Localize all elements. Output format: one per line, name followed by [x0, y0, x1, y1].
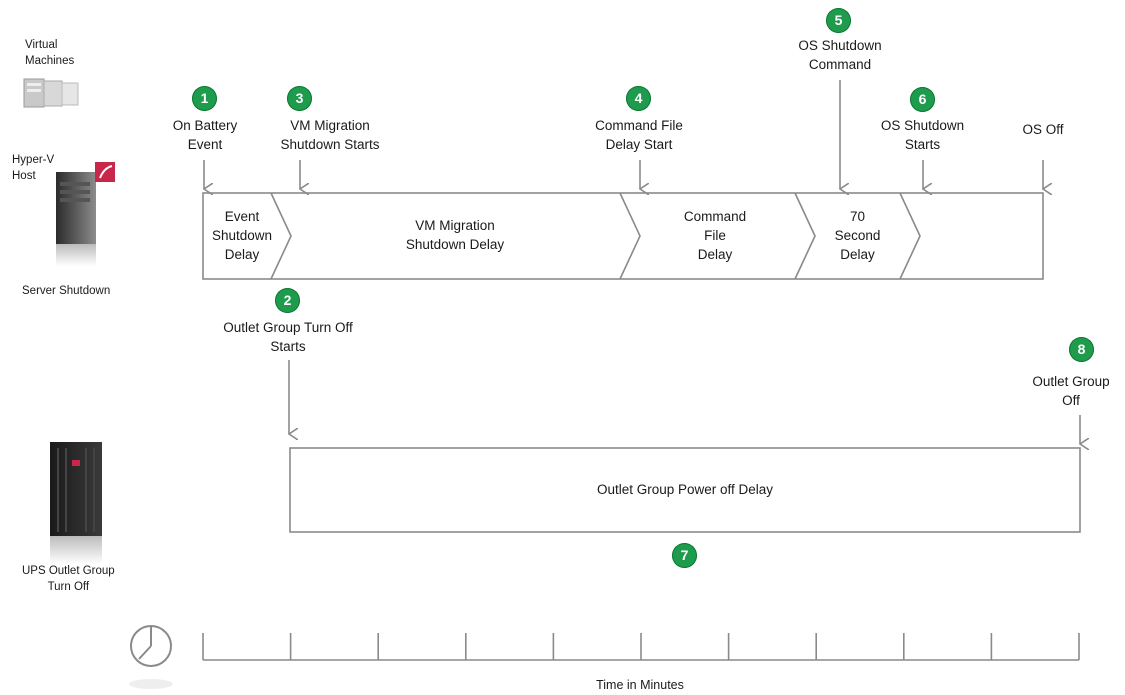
hyperv-host-label: Hyper-V Host [12, 154, 55, 182]
segment-event-shutdown-delay: Event Shutdown Delay [211, 209, 273, 262]
server-shutdown-bar [202, 192, 1044, 280]
ups-icon [50, 442, 102, 564]
event-label-1: On Battery Event [172, 118, 238, 152]
segment-vm-migration-delay: VM Migration Shutdown Delay [405, 218, 505, 252]
segment-70-second-delay: 70 Second Delay [834, 209, 881, 262]
event-badge-3: 3 [287, 86, 312, 111]
server-icon [56, 162, 115, 266]
event-badge-2: 2 [275, 288, 300, 313]
os-off-label: OS Off [1022, 122, 1064, 137]
ups-outlet-group-label: UPS Outlet Group Turn Off [22, 565, 115, 593]
event-label-4: Command File Delay Start [595, 118, 683, 152]
outlet-group-bar [289, 447, 1081, 533]
event-badge-7: 7 [672, 543, 697, 568]
outlet-group-power-off-delay-label: Outlet Group Power off Delay [596, 482, 774, 497]
virtual-machines-label: Virtual Machines [25, 39, 75, 67]
event-label-2: Outlet Group Turn Off Starts [223, 320, 353, 354]
event-label-8: Outlet Group Off [1032, 374, 1110, 408]
time-axis-label: Time in Minutes [596, 678, 684, 692]
chevron-divider-1 [270, 192, 292, 280]
event-badge-6: 6 [910, 87, 935, 112]
event-label-5: OS Shutdown Command [798, 38, 882, 72]
chevron-divider-4 [899, 192, 921, 280]
chevron-divider-3 [794, 192, 816, 280]
chevron-divider-2 [619, 192, 641, 280]
event-badge-1: 1 [192, 86, 217, 111]
event-label-3: VM Migration Shutdown Starts [280, 118, 380, 152]
segment-command-file-delay: Command File Delay [683, 209, 747, 262]
event-badge-5: 5 [826, 8, 851, 33]
event-label-6: OS Shutdown Starts [880, 118, 965, 152]
event-badge-8: 8 [1069, 337, 1094, 362]
virtual-machines-icon [23, 78, 79, 108]
event-badge-4: 4 [626, 86, 651, 111]
time-axis [202, 633, 1080, 661]
server-shutdown-label: Server Shutdown [22, 285, 111, 297]
clock-icon [129, 625, 173, 689]
